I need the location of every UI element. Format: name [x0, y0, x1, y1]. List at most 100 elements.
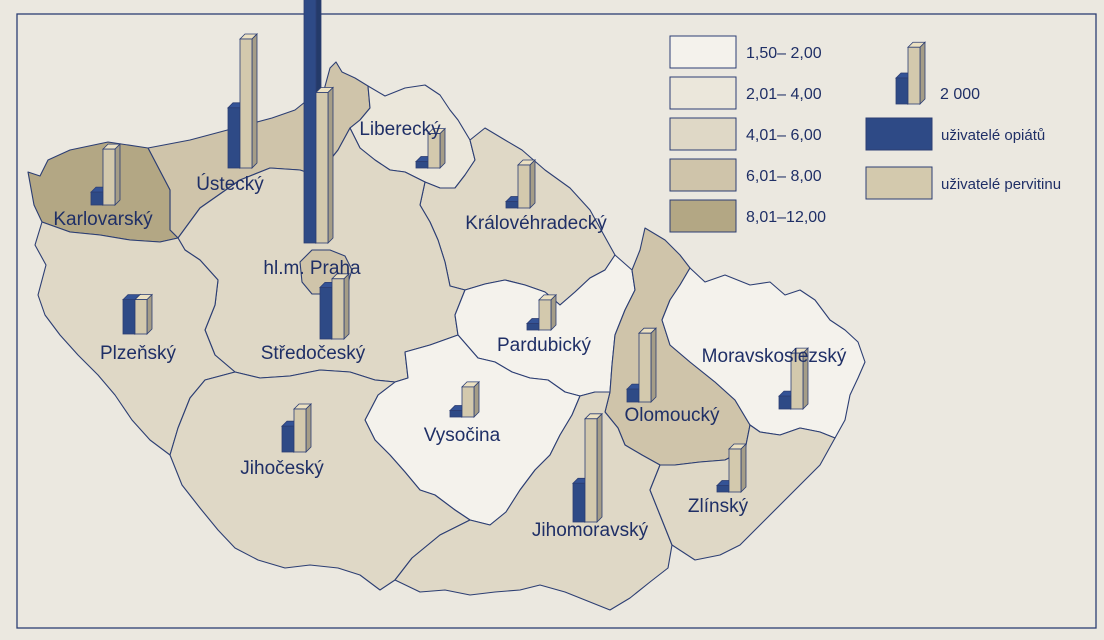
legend-scale-bar [895, 41, 926, 105]
bar-pervitin-olomoucky [638, 327, 657, 403]
bar-opiates-vysocina-face [449, 410, 463, 418]
legend-label-1: 1,50– 2,00 [746, 45, 822, 62]
bar-pervitin-stredocesky-face [331, 278, 345, 340]
bar-pervitin-moravskoslezsky-face [790, 352, 804, 410]
bar-pervitin-plzensky-face [134, 299, 148, 335]
legend: 1,50– 2,00 2,01– 4,00 4,01– 6,00 6,01– 8… [669, 35, 1061, 233]
region-label-pardubicky: Pardubický [497, 335, 591, 356]
legend-label-pervitin: uživatelé pervitinu [941, 176, 1061, 193]
legend-swatch-4 [669, 158, 737, 192]
legend-scale-pervitin [907, 41, 926, 105]
bar-opiates-pardubicky-face [526, 323, 540, 331]
bar-pervitin-jihocesky-face [293, 408, 307, 453]
legend-label-opiates: uživatelé opiátů [941, 127, 1045, 144]
bar-pervitin-jihomoravsky [584, 412, 603, 523]
bar-pervitin-karlovarsky-face [102, 148, 116, 206]
bar-pervitin-vysocina-face [461, 386, 475, 418]
region-label-praha: hl.m. Praha [263, 258, 361, 279]
bar-pervitin-vysocina [461, 380, 480, 418]
map-border [16, 13, 1097, 629]
bar-pervitin-ustecky-face [239, 38, 253, 169]
bar-pervitin-karlovarsky [102, 143, 121, 206]
bar-pervitin-jihocesky [293, 403, 312, 453]
bars-layer [90, 0, 809, 523]
bar-pervitin-kralovehradecky [517, 159, 536, 209]
region-label-karlovarsky: Karlovarský [53, 209, 153, 230]
bar-pervitin-olomoucky-face [638, 332, 652, 403]
bar-opiates-kralovehradecky-face [505, 201, 519, 209]
bar-pervitin-plzensky [134, 293, 153, 335]
region-label-jihomoravsky: Jihomoravský [532, 520, 649, 541]
region-label-stredocesky: Středočeský [261, 343, 366, 364]
legend-label-5: 8,01–12,00 [746, 209, 826, 226]
bar-pervitin-liberecky-side [439, 127, 446, 169]
bar-pervitin-stredocesky-side [343, 272, 350, 340]
legend-swatch-2 [669, 76, 737, 110]
regions-layer [27, 61, 866, 611]
region-label-kralovehradecky: Královéhradecký [465, 213, 607, 234]
bar-opiates-ustecky-face [227, 107, 241, 169]
bar-opiates-stredocesky-face [319, 286, 333, 340]
bar-pervitin-praha [315, 86, 334, 244]
region-label-moravskoslezsky: Moravskoslezský [702, 346, 847, 367]
legend-class-5: 8,01–12,00 [669, 199, 826, 233]
bar-opiates-karlovarsky-face [90, 191, 104, 206]
bar-pervitin-ustecky-side [251, 33, 258, 169]
bar-pervitin-jihomoravsky-face [584, 418, 598, 523]
bar-opiates-zlinsky-face [716, 485, 730, 493]
bar-pervitin-pardubicky-face [538, 299, 552, 331]
labels-layer: Karlovarský Ústecký LibereckýKrálovéhradec… [53, 119, 846, 541]
bar-opiates-praha-face [303, 0, 317, 244]
bar-pervitin-pardubicky-side [550, 293, 557, 331]
bar-opiates-moravskoslezsky-face [778, 395, 792, 410]
bar-opiates-jihomoravsky-face [572, 482, 586, 523]
bar-pervitin-moravskoslezsky [790, 347, 809, 410]
bar-opiates-liberecky-face [415, 161, 429, 169]
region-label-plzensky: Plzeňský [100, 343, 177, 364]
bar-pervitin-vysocina-side [473, 380, 480, 418]
legend-series-opiates: uživatelé opiátů [865, 117, 1045, 151]
legend-scale-label: 2 000 [940, 86, 980, 103]
legend-class-4: 6,01– 8,00 [669, 158, 822, 192]
legend-series-pervitin: uživatelé pervitinu [865, 166, 1061, 200]
region-moravskoslezsky[interactable] [661, 267, 866, 439]
bar-pervitin-karlovarsky-side [114, 143, 121, 206]
legend-swatch-1 [669, 35, 737, 69]
legend-scale-pervitin-face [907, 46, 921, 105]
legend-class-1: 1,50– 2,00 [669, 35, 822, 69]
bar-pervitin-praha-face [315, 92, 329, 244]
bar-pervitin-stredocesky [331, 272, 350, 340]
bar-opiates-olomoucky-face [626, 388, 640, 403]
bar-opiates-plzensky-face [122, 299, 136, 335]
bar-pervitin-kralovehradecky-face [517, 164, 531, 209]
region-label-jihocesky: Jihočeský [240, 458, 324, 479]
legend-label-2: 2,01– 4,00 [746, 86, 822, 103]
bar-pervitin-pardubicky [538, 293, 557, 331]
region-label-zlinsky: Zlínský [688, 496, 749, 517]
bar-pervitin-olomoucky-side [650, 327, 657, 403]
legend-class-3: 4,01– 6,00 [669, 117, 822, 151]
bar-pervitin-jihocesky-side [305, 403, 312, 453]
bar-pervitin-ustecky [239, 33, 258, 169]
legend-swatch-pervitin [865, 166, 933, 200]
legend-class-2: 2,01– 4,00 [669, 76, 822, 110]
bar-pervitin-plzensky-side [146, 293, 153, 335]
bar-pervitin-zlinsky-face [728, 448, 742, 493]
bar-pervitin-liberecky [427, 127, 446, 169]
region-jihocesky[interactable] [169, 369, 471, 591]
region-label-vysocina: Vysočina [424, 425, 501, 446]
bar-pervitin-zlinsky [728, 443, 747, 493]
bar-pervitin-zlinsky-side [740, 443, 747, 493]
region-label-olomoucky: Olomoucký [624, 405, 720, 426]
legend-swatch-opiates [865, 117, 933, 151]
legend-scale-opiates-face [895, 77, 909, 105]
legend-scale-pervitin-side [919, 41, 926, 105]
legend-label-4: 6,01– 8,00 [746, 168, 822, 185]
bar-pervitin-jihomoravsky-side [596, 412, 603, 523]
legend-swatch-3 [669, 117, 737, 151]
region-label-ustecky: Ústecký [196, 173, 264, 195]
region-label-liberecky: Liberecký [359, 119, 441, 140]
bar-pervitin-praha-side [327, 86, 334, 244]
legend-label-3: 4,01– 6,00 [746, 127, 822, 144]
